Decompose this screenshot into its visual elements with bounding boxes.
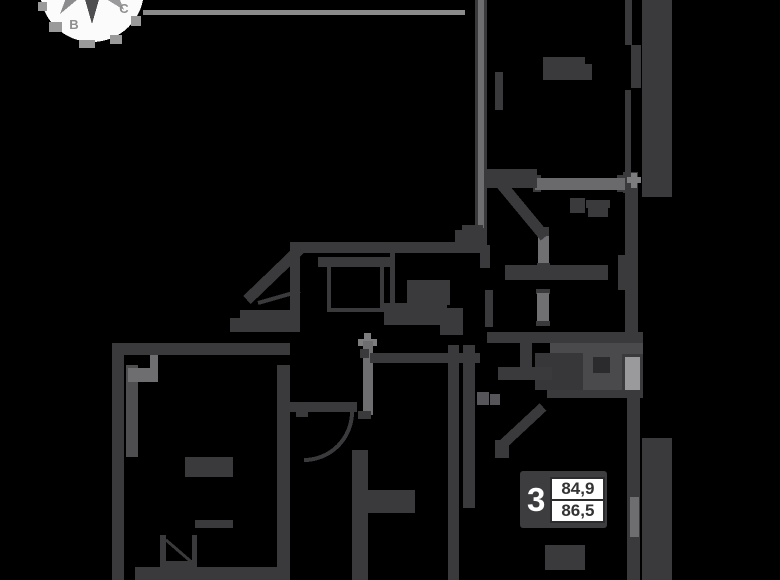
compass-star-arm: [107, 0, 124, 10]
wall-segment: [520, 343, 532, 373]
wall-segment: [631, 45, 641, 88]
wall-segment: [463, 345, 475, 508]
vent-shaft: [625, 357, 640, 392]
compass-tick: [110, 35, 122, 44]
wall-segment: [230, 318, 295, 332]
door-leaf: [538, 236, 549, 266]
wall-segment: [135, 567, 280, 580]
room-label-blob: [195, 520, 233, 528]
room-label-blob: [543, 57, 585, 80]
door-pivot: [360, 349, 369, 358]
door-leaf: [363, 341, 373, 415]
walls-kitchen: [230, 225, 490, 335]
wall-segment: [368, 490, 415, 513]
wall-segment: [358, 411, 371, 419]
wall-segment: [495, 72, 503, 110]
compass-tick: [131, 16, 141, 26]
section-line: [143, 10, 465, 15]
window-line: [478, 0, 484, 228]
wall-segment: [625, 290, 638, 332]
wall-segment: [625, 0, 632, 45]
shaft-outline: [327, 267, 331, 312]
area-boxes: 84,9 86,5: [550, 476, 606, 523]
wall-segment: [290, 402, 357, 412]
wall-segment: [485, 290, 493, 327]
walls-top-right: [475, 0, 672, 290]
outer-wall-block: [642, 0, 672, 197]
walls-living: [112, 343, 357, 580]
door-leaf: [537, 293, 549, 322]
compass-star-arm: [85, 0, 99, 24]
compass-star-arm: [60, 0, 77, 14]
wall-segment: [352, 450, 368, 580]
walls-bottom-right: [545, 290, 672, 580]
closet-outline: [160, 561, 197, 567]
walls-hall: [352, 289, 550, 580]
compass-ticks: [38, 2, 141, 48]
door-arc: [303, 411, 354, 462]
closet-outline: [160, 535, 166, 567]
compass-tick: [49, 22, 62, 32]
compass-star: [60, 0, 124, 24]
shaft-outline: [327, 308, 384, 312]
compass-letter-north: С: [119, 1, 129, 16]
area-living-value: 84,9: [550, 476, 606, 501]
area-total-value: 86,5: [550, 498, 606, 523]
wall-segment: [536, 289, 550, 294]
wall-segment: [384, 303, 447, 325]
fixture-blob: [490, 394, 500, 405]
room-label-blob: [185, 457, 233, 477]
door-pivot: [296, 405, 308, 417]
diagonal-wall: [243, 245, 304, 304]
rooms-count: 3: [527, 481, 546, 518]
wall-segment: [390, 253, 395, 315]
apartment-info-badge: 3 84,9 86,5: [520, 471, 607, 528]
fixture-blob: [477, 392, 489, 405]
room-label-blob: [586, 200, 610, 208]
window-line: [625, 90, 631, 172]
wall-segment: [370, 353, 480, 363]
wall-segment: [627, 397, 640, 580]
door-leaf: [150, 355, 158, 371]
wall-segment: [277, 365, 290, 580]
compass-rose: В С: [38, 0, 144, 48]
wall-segment: [448, 345, 459, 580]
wall-segment: [480, 245, 490, 268]
room-label-blob: [545, 545, 585, 570]
room-label-blob: [407, 280, 450, 305]
compass-letter-east: В: [69, 17, 78, 32]
shaft-outline: [380, 267, 384, 312]
wall-segment: [455, 230, 487, 248]
wall-segment: [505, 265, 608, 280]
wall-segment: [318, 257, 390, 267]
wall-segment: [112, 343, 290, 355]
wall-segment: [487, 332, 643, 343]
compass-tick: [79, 40, 95, 48]
wall-joint-marker: [631, 173, 637, 188]
room-label-blob: [570, 198, 585, 213]
diagonal-wall: [487, 169, 550, 241]
fixture-blob: [593, 357, 610, 373]
outer-wall-block: [642, 438, 672, 580]
wall-segment: [625, 193, 638, 290]
window-line: [630, 497, 639, 537]
glass-partition: [535, 178, 625, 190]
room-label-blob: [588, 208, 608, 217]
walls-bathroom: [477, 332, 643, 458]
diagonal-wall-thin: [257, 289, 301, 305]
window-line: [126, 365, 138, 457]
wall-segment: [536, 321, 550, 326]
compass-tick: [38, 2, 47, 11]
diagonal-wall: [496, 403, 547, 451]
wall-segment: [498, 367, 552, 380]
closet-outline: [192, 535, 197, 567]
closet-diagonal: [165, 538, 196, 567]
room-label-blob: [585, 64, 592, 80]
wall-segment: [112, 343, 124, 580]
door-leaf: [128, 368, 158, 382]
wall-segment: [290, 242, 483, 253]
wall-segment: [547, 390, 643, 398]
